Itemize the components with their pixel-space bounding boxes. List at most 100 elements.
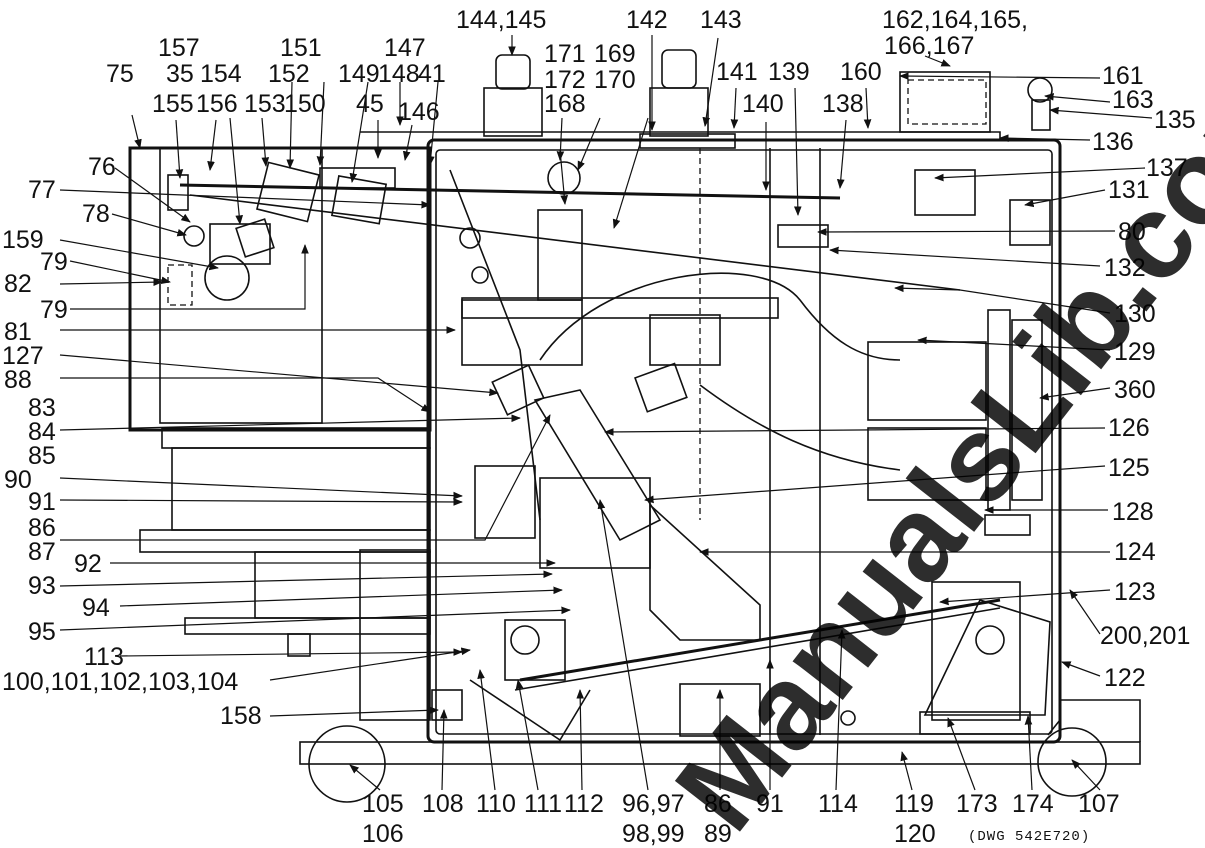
component-144-cap bbox=[495, 54, 531, 90]
callout: 155 bbox=[152, 90, 194, 118]
callout: 100,101,102,103,104 bbox=[2, 668, 238, 696]
lower-right-plate bbox=[923, 599, 1051, 716]
knob-163 bbox=[1027, 77, 1053, 103]
lower-left-bracket bbox=[504, 619, 566, 681]
callout: 114 bbox=[818, 790, 858, 818]
wheel-left bbox=[308, 725, 386, 803]
bolt-lower bbox=[840, 710, 856, 726]
callout: 144,145 bbox=[456, 6, 546, 34]
callout: 98,99 bbox=[622, 820, 685, 848]
component-162-inner bbox=[907, 79, 987, 125]
callouts-top: 144,145 142 143 141 171 172 169 170 168 … bbox=[106, 6, 1196, 182]
callout: 158 bbox=[220, 702, 262, 730]
cam-154 bbox=[235, 218, 275, 258]
callout: 89 bbox=[704, 820, 732, 848]
post-135 bbox=[1031, 99, 1051, 131]
callout: 173 bbox=[956, 790, 998, 818]
slope-124 bbox=[649, 503, 761, 641]
callout: 110 bbox=[476, 790, 516, 818]
component-143-cap bbox=[661, 49, 697, 89]
callout: 129 bbox=[1114, 338, 1156, 366]
plate-6 bbox=[287, 633, 311, 657]
link-rod-top bbox=[179, 183, 841, 200]
callout: 172 bbox=[544, 66, 586, 94]
lower-block bbox=[359, 549, 431, 721]
callout: 93 bbox=[28, 572, 56, 600]
callout: 154 bbox=[200, 60, 242, 88]
callout: 84 bbox=[28, 418, 56, 446]
callout: 106 bbox=[362, 820, 404, 848]
callout: 119 bbox=[894, 790, 934, 818]
drawing-reference: (DWG 542E720) bbox=[968, 829, 1090, 845]
callout: 157 bbox=[158, 34, 200, 62]
right-rail-2 bbox=[1011, 319, 1043, 501]
callout: 113 bbox=[84, 643, 124, 671]
callout: 91 bbox=[756, 790, 784, 818]
callout: 127 bbox=[2, 342, 44, 370]
callout: 76 bbox=[88, 153, 116, 181]
block-158 bbox=[431, 689, 463, 721]
bracket-131 bbox=[1009, 199, 1051, 246]
wheel-right bbox=[1037, 727, 1107, 797]
callout: 171 bbox=[544, 40, 586, 68]
callout: 120 bbox=[894, 820, 936, 848]
pivot-left bbox=[459, 227, 481, 249]
component-143-body bbox=[649, 87, 709, 137]
callout: 159 bbox=[2, 226, 44, 254]
link-rod-lower bbox=[189, 194, 961, 291]
callout: 160 bbox=[840, 58, 882, 86]
pivot-78 bbox=[183, 225, 205, 247]
callout: 111 bbox=[524, 790, 562, 818]
callout: 78 bbox=[82, 200, 110, 228]
callout: 168 bbox=[544, 90, 586, 118]
callout: 88 bbox=[4, 366, 32, 394]
bracket-137 bbox=[914, 169, 976, 216]
push-rod-114 bbox=[519, 598, 1001, 682]
callout: 86 bbox=[704, 790, 732, 818]
left-housing-inner bbox=[159, 147, 323, 424]
top-cover-142 bbox=[639, 133, 736, 149]
push-rod-114-b bbox=[514, 607, 1001, 691]
callout: 135 bbox=[1154, 106, 1196, 134]
callout: 156 bbox=[196, 90, 238, 118]
callout: 75 bbox=[106, 60, 134, 88]
spring-sleeve bbox=[319, 167, 396, 189]
callout: 174 bbox=[1012, 790, 1054, 818]
callouts-bottom: 105 106 108 110 111 112 96,97 98,99 86 8… bbox=[362, 790, 1120, 848]
callout: 92 bbox=[74, 550, 102, 578]
callout: 107 bbox=[1078, 790, 1120, 818]
inner-box-90 bbox=[474, 465, 536, 539]
callout: 143 bbox=[700, 6, 742, 34]
leader-lines bbox=[59, 35, 1153, 791]
callout: 138 bbox=[822, 90, 864, 118]
callout: 162,164,165, bbox=[882, 6, 1028, 34]
callout: 80 bbox=[1118, 218, 1146, 246]
callout: 91 bbox=[28, 488, 56, 516]
plug-center bbox=[634, 362, 688, 413]
callout: 141 bbox=[716, 58, 758, 86]
main-cabinet bbox=[426, 138, 1062, 744]
machine-drawing bbox=[128, 49, 1141, 803]
callout: 79 bbox=[40, 248, 68, 276]
callout: 166,167 bbox=[884, 32, 974, 60]
callout: 200,201 bbox=[1100, 622, 1190, 650]
callout: 137 bbox=[1146, 154, 1188, 182]
callout: 41 bbox=[418, 60, 446, 88]
lower-right-frame bbox=[931, 581, 1021, 721]
callout: 128 bbox=[1112, 498, 1154, 526]
callout: 360 bbox=[1114, 376, 1156, 404]
callout: 112 bbox=[564, 790, 604, 818]
callout: 152 bbox=[268, 60, 310, 88]
component-144-body bbox=[483, 87, 543, 137]
callout: 90 bbox=[4, 466, 32, 494]
cable-harness-2 bbox=[699, 384, 901, 471]
callout: 151 bbox=[280, 34, 322, 62]
callout: 163 bbox=[1112, 86, 1154, 114]
callout: 149 bbox=[338, 60, 380, 88]
bracket-80 bbox=[777, 224, 829, 248]
gear-159 bbox=[204, 255, 250, 301]
component-162-box bbox=[899, 71, 991, 133]
callout: 87 bbox=[28, 538, 56, 566]
callout: 105 bbox=[362, 790, 404, 818]
